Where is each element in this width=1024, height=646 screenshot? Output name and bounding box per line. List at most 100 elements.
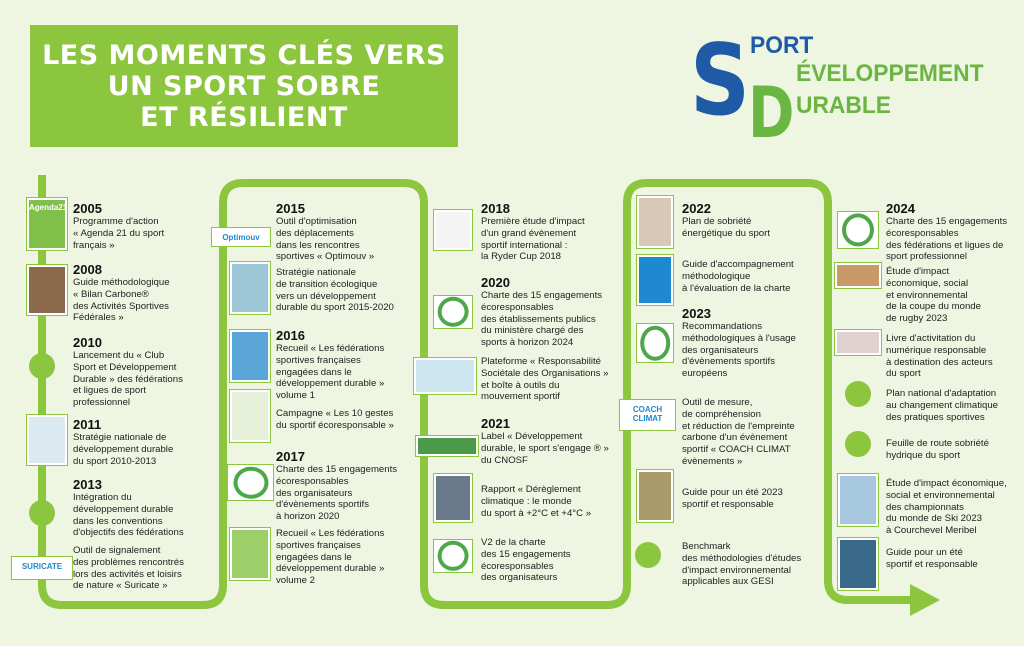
document-cover-thumbnail — [416, 436, 478, 456]
entry-text: méthodologique — [682, 270, 751, 282]
document-cover-thumbnail: Optimouv — [212, 228, 270, 246]
entry-text: engagées dans le — [276, 366, 352, 378]
entry-text: de rugby 2023 — [886, 313, 948, 325]
document-cover-thumbnail — [27, 265, 67, 315]
entry-text: des pratiques sportives — [886, 411, 985, 423]
entry-text: de nature « Suricate » — [73, 580, 168, 592]
timeline-dot — [845, 381, 871, 407]
logo-developpement: ÉVELOPPEMENT — [796, 60, 984, 87]
entry-year: 2011 — [73, 417, 102, 432]
entry-text: Rapport « Dérèglement — [481, 484, 581, 495]
entry-text: développement durable — [73, 503, 174, 515]
entry-text: des organisateurs — [481, 572, 558, 584]
entry-text: Stratégie nationale de — [73, 432, 167, 443]
timeline-dot — [29, 353, 55, 379]
entry-text: et réduction de l'empreinte — [682, 420, 795, 432]
entry-text: mouvement sportif — [481, 391, 560, 403]
entry-text: au changement climatique — [886, 399, 998, 411]
document-cover-thumbnail — [230, 528, 270, 580]
entry-text: à l'évaluation de la charte — [682, 282, 791, 294]
entry-text: du ministère chargé des — [481, 325, 584, 337]
entry-text: sportif « COACH CLIMAT — [682, 444, 791, 456]
entry-text: développement durable » — [276, 378, 385, 390]
timeline-entry: Étude d'impact économique,social et envi… — [886, 478, 1024, 537]
thumbnail-label: COACH CLIMAT — [632, 405, 663, 423]
entry-text: la Ryder Cup 2018 — [481, 251, 561, 263]
entry-text: Recueil « Les fédérations — [276, 343, 385, 354]
entry-text: Stratégie nationale — [276, 267, 357, 278]
document-cover-thumbnail: SURICATE — [12, 557, 72, 579]
document-cover-thumbnail — [637, 470, 673, 522]
document-cover-thumbnail — [414, 358, 476, 394]
entry-text: sportives françaises — [276, 354, 361, 366]
logo-durable: URABLE — [796, 92, 891, 119]
entry-text: Étude d'impact — [886, 266, 950, 277]
entry-text: du CNOSF — [481, 454, 528, 466]
entry-year: 2008 — [73, 262, 102, 277]
title-line: ET RÉSILIENT — [140, 101, 348, 133]
entry-text: sportif et responsable — [682, 498, 774, 510]
charte-badge-icon — [228, 465, 273, 500]
entry-text: économique, social — [886, 277, 969, 289]
entry-text: des établissements publics — [481, 313, 596, 325]
entry-text: Guide méthodologique — [73, 277, 170, 288]
thumbnail-label: Optimouv — [222, 233, 260, 242]
entry-text: climatique : le monde — [481, 495, 572, 507]
entry-year: 2016 — [276, 328, 305, 343]
timeline-dots — [29, 353, 871, 568]
entry-text: sportif international : — [481, 239, 568, 251]
entry-text: carbone d'un évènement — [682, 432, 788, 444]
entry-text: d'évènements sportifs — [682, 356, 776, 368]
entry-text: Outil de signalement — [73, 545, 161, 556]
entry-text: d'évènements sportifs — [276, 499, 370, 511]
entry-text: des problèmes rencontrés — [73, 556, 184, 568]
timeline-dot — [845, 431, 871, 457]
entry-text: volume 1 — [276, 390, 315, 402]
entry-text: Première étude d'impact — [481, 216, 585, 227]
entry-text: sports à horizon 2024 — [481, 337, 574, 349]
document-cover-thumbnail: COACH CLIMAT — [620, 400, 675, 430]
entry-text: Recueil « Les fédérations — [276, 528, 385, 539]
entry-year: 2023 — [682, 306, 711, 321]
entry-text: Livre d'activitation du — [886, 333, 976, 344]
document-cover-thumbnail — [27, 415, 67, 465]
entry-text: de transition écologique — [276, 278, 378, 290]
thumbnail-label: SURICATE — [21, 562, 63, 571]
entry-text: sportif et responsable — [886, 558, 978, 570]
document-cover-thumbnail — [230, 390, 270, 442]
entry-text: écoresponsables — [276, 475, 349, 487]
entry-text: « Bilan Carbone® — [73, 288, 149, 300]
timeline-dot — [635, 542, 661, 568]
document-cover-thumbnail — [838, 538, 878, 590]
entry-year: 2010 — [73, 335, 102, 350]
charte-badge-icon — [838, 212, 878, 248]
entry-text: Benchmark — [682, 541, 731, 552]
entry-text: Sport et Développement — [73, 361, 177, 373]
entry-text: du sport 2010-2013 — [73, 455, 157, 467]
entry-text: du sport à +2°C et +4°C » — [481, 507, 592, 519]
entry-text: Recommandations — [682, 321, 762, 332]
charte-badge-icon — [637, 324, 673, 362]
entry-text: volume 2 — [276, 575, 315, 587]
charte-badge-icon — [434, 296, 472, 328]
entry-text: méthodologiques à l'usage — [682, 332, 796, 344]
entry-text: dans les rencontres — [276, 239, 360, 251]
entry-text: vers un développement — [276, 290, 376, 302]
entry-text: « Agenda 21 du sport — [73, 227, 165, 239]
entry-text: Lancement du « Club — [73, 350, 165, 361]
entry-year: 2015 — [276, 201, 305, 216]
entry-text: énergétique du sport — [682, 227, 771, 239]
